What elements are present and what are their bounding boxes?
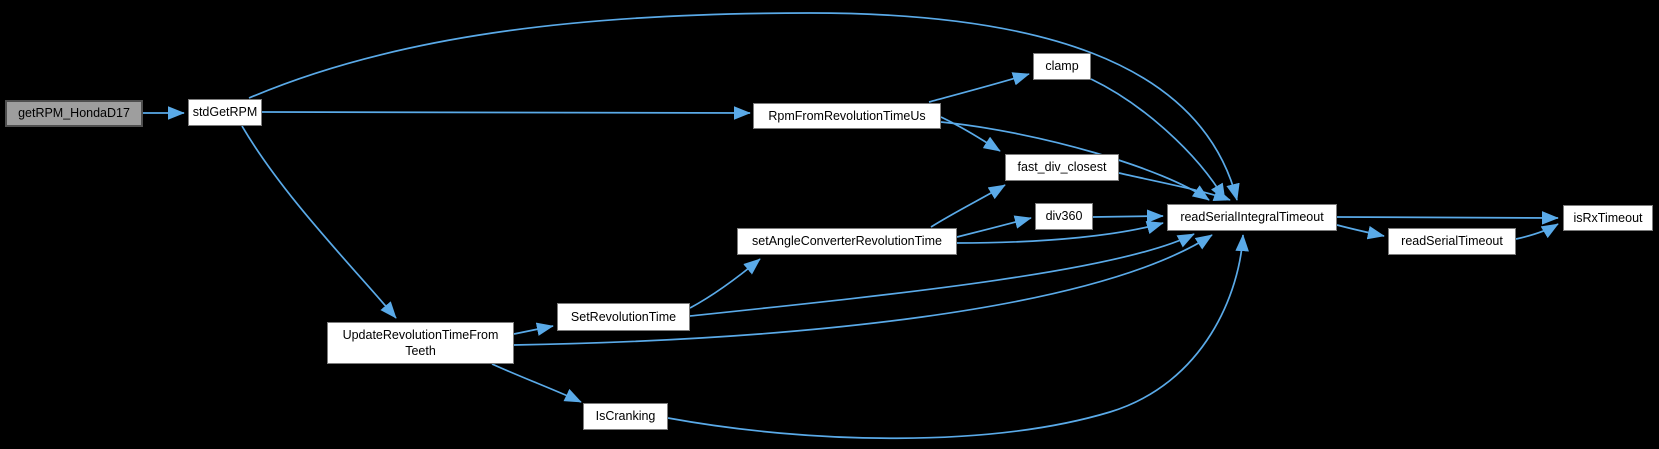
edge-UpdateRevolutionTimeFromTeeth-IsCranking	[491, 363, 582, 403]
node-getRPM_HondaD17[interactable]: getRPM_HondaD17	[5, 100, 143, 127]
edge-setAngleConverterRevolutionTime-fast_div_closest	[930, 184, 1006, 228]
edges-group	[143, 12, 1559, 440]
edge-readSerialTimeout-isRxTimeout	[1515, 223, 1559, 240]
node-setAngleConverterRevolutionTime[interactable]: setAngleConverterRevolutionTime	[737, 228, 957, 255]
node-fast_div_closest[interactable]: fast_div_closest	[1005, 154, 1119, 181]
node-SetRevolutionTime[interactable]: SetRevolutionTime	[557, 303, 690, 331]
edge-setAngleConverterRevolutionTime-div360	[956, 215, 1032, 238]
edge-RpmFromRevolutionTimeUs-fast_div_closest	[940, 116, 1001, 152]
edge-UpdateRevolutionTimeFromTeeth-readSerialIntegralTimeout	[513, 234, 1213, 346]
edge-SetRevolutionTime-setAngleConverterRevolutionTime	[689, 258, 761, 309]
edge-readSerialIntegralTimeout-isRxTimeout	[1336, 211, 1559, 225]
edge-stdGetRPM-UpdateRevolutionTimeFromTeeth	[241, 125, 397, 319]
node-readSerialTimeout[interactable]: readSerialTimeout	[1388, 228, 1516, 255]
node-readSerialIntegralTimeout[interactable]: readSerialIntegralTimeout	[1167, 204, 1337, 231]
edge-SetRevolutionTime-readSerialIntegralTimeout	[689, 233, 1195, 317]
node-RpmFromRevolutionTimeUs[interactable]: RpmFromRevolutionTimeUs	[753, 103, 941, 129]
edge-UpdateRevolutionTimeFromTeeth-SetRevolutionTime	[513, 322, 554, 336]
node-IsCranking[interactable]: IsCranking	[583, 403, 668, 430]
node-stdGetRPM[interactable]: stdGetRPM	[188, 99, 262, 126]
edge-IsCranking-readSerialIntegralTimeout	[667, 234, 1249, 440]
node-isRxTimeout[interactable]: isRxTimeout	[1563, 205, 1653, 231]
edge-clamp-readSerialIntegralTimeout	[1090, 78, 1226, 201]
edge-RpmFromRevolutionTimeUs-clamp	[928, 72, 1030, 103]
edge-readSerialIntegralTimeout-readSerialTimeout	[1336, 224, 1385, 240]
node-UpdateRevolutionTimeFromTeeth[interactable]: UpdateRevolutionTimeFrom Teeth	[327, 322, 514, 364]
edge-fast_div_closest-readSerialIntegralTimeout	[1118, 172, 1231, 201]
edge-div360-readSerialIntegralTimeout	[1092, 209, 1164, 224]
node-div360[interactable]: div360	[1035, 203, 1093, 230]
edge-stdGetRPM-RpmFromRevolutionTimeUs	[261, 106, 751, 120]
edge-stdGetRPM-readSerialIntegralTimeout	[248, 12, 1240, 201]
edge-setAngleConverterRevolutionTime-readSerialIntegralTimeout	[956, 221, 1164, 244]
node-clamp[interactable]: clamp	[1033, 53, 1091, 80]
